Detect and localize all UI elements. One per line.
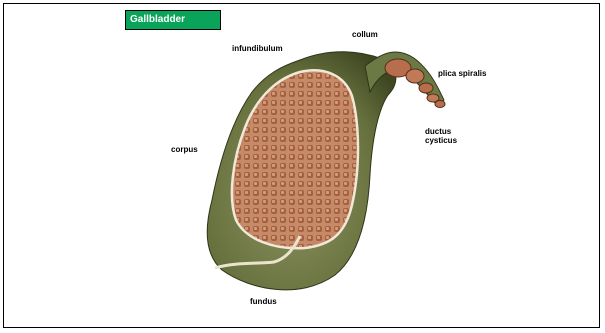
label-infundibulum: infundibulum — [232, 44, 283, 53]
label-collum: collum — [352, 30, 378, 39]
label-corpus: corpus — [171, 145, 198, 154]
label-ductus-cysticus: ductus cysticus — [425, 127, 457, 145]
label-plica-spiralis: plica spiralis — [438, 69, 486, 78]
label-fundus: fundus — [250, 297, 277, 306]
